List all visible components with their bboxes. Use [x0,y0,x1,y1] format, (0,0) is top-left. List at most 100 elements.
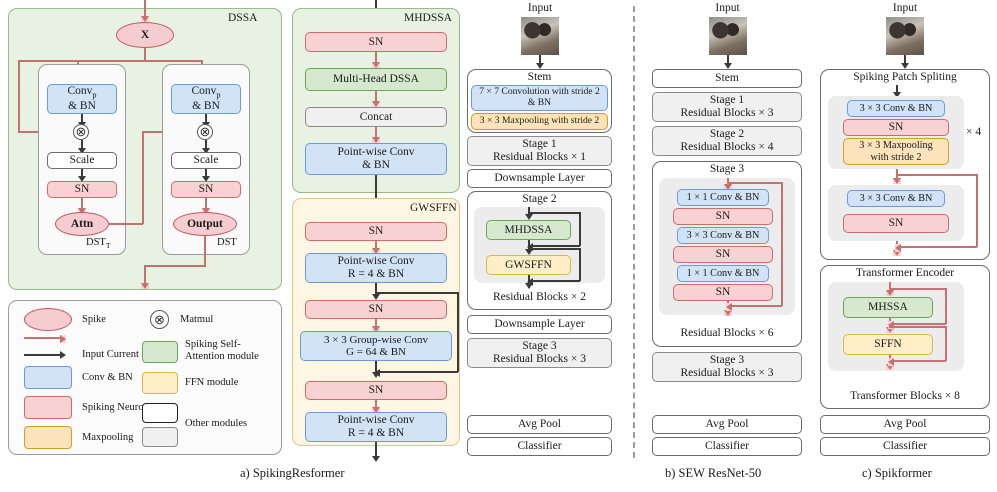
resformer-mhdssa-block: MHDSSA [486,220,571,240]
sew-sn1: SN [673,208,773,225]
sew-classifier: Classifier [652,437,802,456]
legend-current-arrow-line [24,354,64,356]
gwsffn-gw-line1: 3 × 3 Group-wise Conv [324,333,428,346]
legend-spike-arrowhead [60,334,66,343]
dst-t-sn-to-attn [81,198,83,211]
dssa-out-arrowhead [140,283,149,289]
spikformer-patch-skip-top [896,174,977,176]
spikformer-encoder-footer: Transformer Blocks × 8 [850,390,960,402]
sew-stage2-line2: Residual Blocks × 4 [680,141,774,153]
spikformer-g2-out-arrow [892,250,901,256]
resformer-stage1-line1: Stage 1 [522,138,557,151]
x-skip-left-vert [18,60,20,132]
resformer-avgpool: Avg Pool [467,415,612,434]
sew-input-label: Input [715,2,740,14]
resformer-skip2-right [579,248,581,281]
sew-input-line [727,55,729,67]
dst-t-matmul-to-scale [81,140,83,151]
spikformer-enc-out-arrow [885,364,894,370]
dst-t-scale-arrowhead [77,148,86,154]
spikformer-avgpool: Avg Pool [820,415,990,434]
legend-maxpooling-label: Maxpooling [82,432,134,443]
gwsffn-line2 [375,283,377,298]
spikformer-input-label: Input [892,2,918,14]
sew-stage4-line2: Residual Blocks × 3 [680,367,774,379]
sew-stage2-line1: Stage 2 [709,128,745,141]
legend-other-swatch-white [142,403,178,423]
sew-stem: Stem [652,69,802,88]
resformer-stem-title: Stem [527,71,552,83]
resformer-downsample1: Downsample Layer [467,169,612,188]
resformer-classifier: Classifier [467,437,612,456]
dst-t-attn-arrowhead [77,208,86,214]
gwsffn-pw1-line2: R = 4 & BN [347,268,405,280]
resformer-stem-pool: 3 × 3 Maxpooling with stride 2 [471,113,608,130]
gwsffn-line5 [375,400,377,410]
resformer-input-line [539,55,541,67]
resformer-gwsffn-block: GWSFFN [486,255,571,275]
spikformer-patch-in-arrow [892,92,901,98]
gwsffn-out-arrow [371,456,380,462]
gwsffn-skip-right [457,292,459,372]
spikformer-g1-pool-line2: with stride 2 [870,151,922,163]
dst-scale-to-sn [205,169,207,179]
spikformer-patch-repeat: × 4 [966,126,982,138]
sew-conv3: 1 × 1 Conv & BN [677,265,769,282]
spikformer-mhssa-block: MHSSA [843,297,933,318]
resformer-skip2-bottom [531,280,580,282]
mhdssa-line2 [375,91,377,104]
spikformer-classifier: Classifier [820,437,990,456]
dst-t-label: DSTT [86,237,110,250]
dst-t-sn-arrowhead [77,176,86,182]
dssa-out-vert2 [144,265,146,285]
dst-sn-to-output [205,198,207,211]
mhdssa-line3 [375,127,377,140]
dst-t-conv-block: Convp & BN [47,84,117,114]
mhdssa-multihead-block: Multi-Head DSSA [305,68,447,91]
spikformer-enc-skip1-bottom [892,323,946,325]
gwsffn-title: GWSFFN [410,202,457,214]
x-fanout-line [18,60,202,62]
gwsffn-arrow5 [371,407,380,413]
gwsffn-out-line [375,442,377,460]
sew-stage1: Stage 1 Residual Blocks × 3 [652,92,802,122]
panel-divider [633,6,635,458]
dst-conv-block: Convp & BN [171,84,241,114]
gwsffn-sn1: SN [305,222,447,241]
dst-t-sn-block: SN [47,181,117,198]
gwsffn-skip-bottom [378,371,458,373]
legend-input-current-label: Input Current [82,349,139,360]
spikformer-enc-skip1-right [945,288,947,324]
spikformer-g1-pool-line1: 3 × 3 Maxpooling [859,140,933,152]
spikformer-g1-sn: SN [843,119,949,136]
sew-stage3-title: Stage 3 [709,163,745,175]
spikformer-enc-in-arrow [885,290,894,296]
sew-stage2: Stage 2 Residual Blocks × 4 [652,126,802,156]
dst-sn-arrowhead [201,176,210,182]
sew-skip-bottom [730,305,782,307]
sew-stage3-footer: Residual Blocks × 6 [680,327,774,339]
spikformer-g1-conv: 3 × 3 Conv & BN [847,100,945,117]
spikformer-patch-in-line [896,85,898,95]
resformer-skip1-arrow [527,242,533,251]
gwsffn-arrow2 [371,294,380,300]
resformer-downsample2: Downsample Layer [467,315,612,334]
dst-t-scale-block: Scale [47,152,117,169]
resformer-stage3-line2: Residual Blocks × 3 [492,353,587,365]
mhdssa-arrow2 [371,101,380,107]
dssa-out-vert1 [204,236,206,266]
gwsffn-pw2-line1: Point-wise Conv [337,414,415,427]
dst-scale-arrowhead [201,148,210,154]
dssa-input-arrowhead [140,16,149,22]
sew-stage3-in-arrow [723,184,732,190]
resformer-stage2-footer: Residual Blocks × 2 [492,291,587,303]
dst-t-matmul: ⊗ [73,124,89,140]
legend-other-swatch-grey [142,427,178,447]
x-down-line [144,48,146,61]
legend-spike-arrow-line [24,337,64,339]
sew-stage3-out-arrow [723,310,732,316]
spikformer-patch-skip-bottom [899,246,977,248]
spikformer-g2-sn: SN [843,214,949,233]
resformer-stage1-line2: Residual Blocks × 1 [492,151,587,163]
legend-ffn-swatch [142,372,178,394]
